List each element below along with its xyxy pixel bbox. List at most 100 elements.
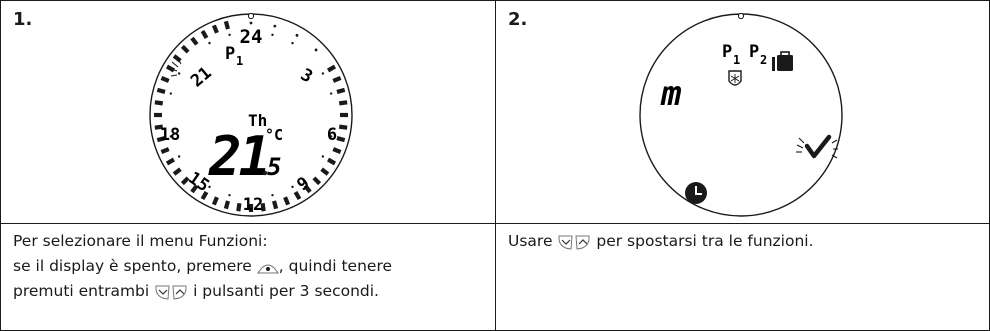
step-number: 1. bbox=[13, 9, 33, 30]
hour-tick-dot bbox=[169, 135, 173, 138]
caption-line-2-end: , quindi tenere bbox=[278, 257, 393, 275]
caption-line-1: Usare per spostarsi tra le funzioni. bbox=[508, 229, 978, 254]
hour-tick-dot bbox=[228, 193, 231, 197]
blink-rays-icon bbox=[170, 56, 182, 77]
hour-tick-dot bbox=[169, 92, 173, 95]
program-segment bbox=[154, 124, 164, 130]
hour-tick-dot bbox=[208, 41, 211, 45]
program-segment bbox=[312, 176, 322, 186]
program-segment bbox=[338, 124, 348, 130]
hour-label-6: 6 bbox=[327, 125, 337, 145]
temperature-integer: 21 bbox=[208, 125, 268, 188]
suitcase-icon bbox=[772, 51, 793, 71]
program-segment bbox=[272, 200, 279, 210]
program-segment bbox=[200, 29, 209, 39]
top-marker bbox=[737, 12, 745, 20]
program-segment bbox=[332, 147, 342, 155]
program-segment bbox=[156, 87, 166, 94]
program-segment bbox=[283, 196, 291, 206]
program-segment bbox=[211, 24, 219, 34]
caption-divider bbox=[1, 223, 495, 224]
program-index-number: 1 bbox=[236, 54, 243, 68]
hour-label-12: 12 bbox=[243, 195, 263, 215]
hour-dot-ring bbox=[169, 21, 333, 197]
confirm-check-icon bbox=[796, 134, 838, 159]
program-segment bbox=[336, 87, 346, 94]
mode-display-text: m bbox=[660, 74, 682, 114]
down-up-buttons-icon bbox=[558, 235, 590, 250]
caption-line-3-start: premuti entrambi bbox=[13, 282, 150, 300]
step-1-panel: 1. 24 3 6 9 12 15 18 21 P 1 Th 21 bbox=[0, 0, 496, 331]
program-segment bbox=[172, 167, 182, 176]
thermostat-display: 24 3 6 9 12 15 18 21 P 1 Th 21 5 °C bbox=[149, 12, 353, 217]
step-2-panel: 2. P 1 P 2 m bbox=[495, 0, 990, 331]
frost-shield-icon bbox=[728, 70, 742, 86]
hour-label-18: 18 bbox=[160, 125, 180, 145]
program-segment bbox=[236, 202, 242, 212]
caption-line-1: Per selezionare il menu Funzioni: bbox=[13, 232, 268, 250]
hour-dot bbox=[273, 24, 277, 28]
caption-start: Usare bbox=[508, 232, 553, 250]
hour-label-24: 24 bbox=[240, 26, 263, 48]
hour-tick-dot bbox=[321, 72, 325, 75]
program-label: P bbox=[225, 44, 235, 64]
program-segment bbox=[338, 100, 348, 106]
program-2-label: P bbox=[749, 42, 759, 62]
program-segment bbox=[336, 136, 346, 143]
hour-tick-dot bbox=[177, 155, 181, 158]
program-segment bbox=[327, 157, 337, 166]
program-segment bbox=[180, 44, 190, 54]
step-number: 2. bbox=[508, 9, 528, 30]
program-1-index: 1 bbox=[733, 53, 740, 67]
program-segment bbox=[154, 100, 164, 106]
weekday-label: Th bbox=[248, 111, 267, 130]
program-segment-ring bbox=[154, 20, 348, 212]
caption-line-3-end: i pulsanti per 3 secondi. bbox=[193, 282, 379, 300]
program-segment bbox=[156, 136, 166, 143]
program-segment bbox=[327, 64, 337, 73]
program-segment bbox=[211, 196, 219, 206]
program-1-label: P bbox=[722, 42, 732, 62]
program-segment bbox=[190, 36, 199, 46]
temperature-decimal: 5 bbox=[267, 153, 281, 181]
program-segment bbox=[200, 191, 209, 201]
hour-dot bbox=[295, 33, 299, 37]
program-2-index: 2 bbox=[760, 53, 767, 67]
caption-line-3: premuti entrambi i pulsanti per 3 second… bbox=[13, 279, 483, 304]
program-segment bbox=[303, 184, 312, 194]
program-segment bbox=[260, 202, 266, 212]
hour-tick-dot bbox=[271, 33, 274, 37]
step-1-caption: Per selezionare il menu Funzioni: se il … bbox=[13, 229, 483, 304]
hour-tick-dot bbox=[228, 33, 231, 37]
display-outline bbox=[639, 13, 843, 217]
hour-tick-dot bbox=[177, 72, 181, 75]
hour-tick-dot bbox=[329, 135, 333, 138]
step-2-caption: Usare per spostarsi tra le funzioni. bbox=[508, 229, 978, 254]
program-segment bbox=[223, 20, 230, 30]
hour-label-3: 3 bbox=[297, 65, 316, 87]
caption-line-2: se il display è spento, premere , quindi… bbox=[13, 254, 483, 279]
caption-divider bbox=[496, 223, 989, 224]
clock-icon bbox=[685, 182, 707, 204]
program-segment bbox=[180, 176, 190, 186]
program-segment bbox=[165, 157, 175, 166]
caption-line-2-start: se il display è spento, premere bbox=[13, 257, 252, 275]
top-marker bbox=[247, 12, 255, 20]
hour-tick-dot bbox=[329, 92, 333, 95]
hour-dot bbox=[314, 48, 318, 52]
down-up-buttons-icon bbox=[155, 285, 187, 300]
hour-label-21: 21 bbox=[187, 63, 216, 91]
hour-tick-dot bbox=[208, 185, 211, 189]
hour-tick-dot bbox=[291, 185, 294, 189]
center-button-icon bbox=[256, 264, 279, 273]
program-segment bbox=[320, 167, 330, 176]
program-segment bbox=[332, 75, 342, 83]
hour-dot bbox=[249, 21, 253, 25]
program-segment bbox=[223, 200, 230, 210]
decimal-point bbox=[262, 170, 268, 176]
caption-end: per spostarsi tra le funzioni. bbox=[596, 232, 814, 250]
temperature-unit: °C bbox=[265, 126, 283, 144]
hour-tick-dot bbox=[291, 41, 294, 45]
program-segment bbox=[160, 147, 170, 155]
